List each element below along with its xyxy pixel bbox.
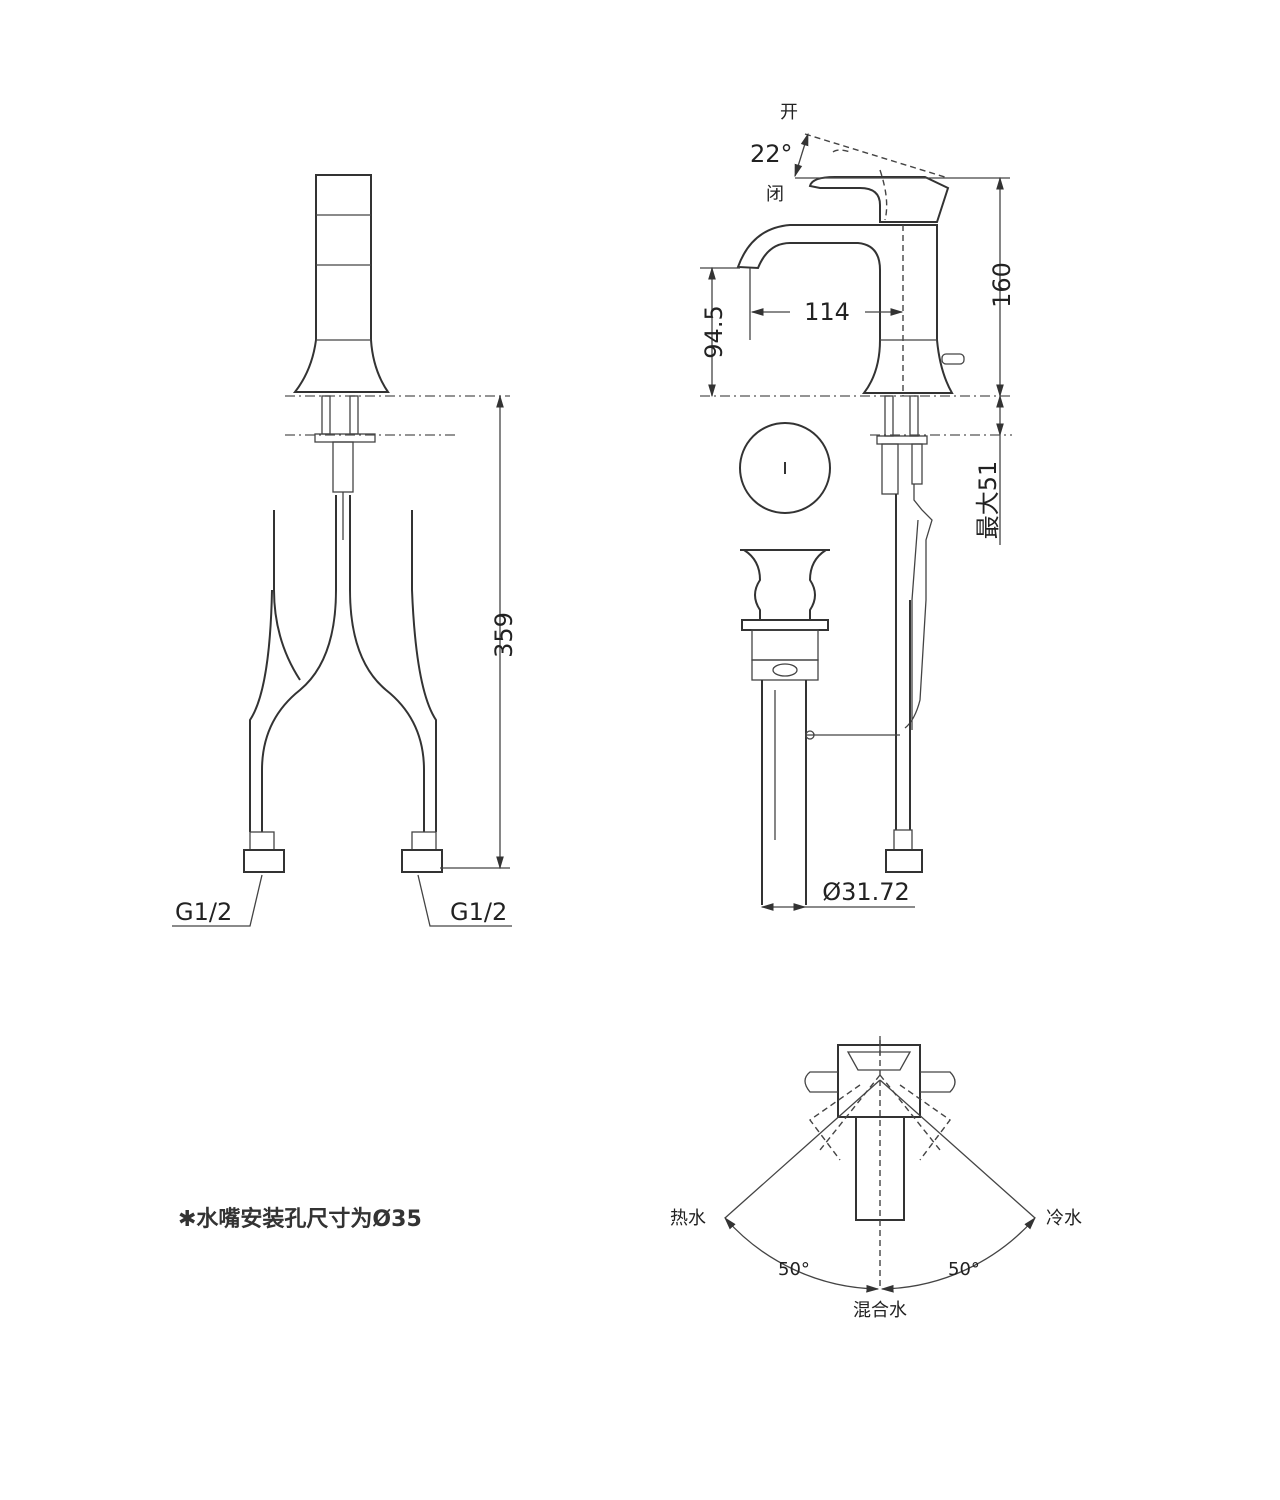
mixed-water-label: 混合水	[853, 1300, 907, 1321]
front-view: 359 G1/2 G1/2	[172, 174, 518, 927]
inlet-left-label: G1/2	[175, 898, 232, 926]
open-label: 开	[780, 102, 798, 123]
reach-114-label: 114	[804, 298, 850, 326]
installation-hole-note: ✱水嘴安装孔尺寸为Ø35	[178, 1206, 422, 1232]
top-view: 热水 冷水 50° 50° 混合水	[670, 1036, 1082, 1321]
angle-right-label: 50°	[948, 1259, 980, 1280]
side-view: 160 最大51 94.5 114 开 22° 闭 Ø	[700, 102, 1016, 911]
spout-height-label: 94.5	[700, 305, 728, 358]
drain-diameter-label: Ø31.72	[822, 878, 910, 906]
max-51-label: 最大51	[974, 461, 1002, 540]
inlet-right-label: G1/2	[450, 898, 507, 926]
angle-left-label: 50°	[778, 1259, 810, 1280]
cold-water-label: 冷水	[1046, 1208, 1082, 1229]
hot-water-label: 热水	[670, 1208, 706, 1229]
height-359-label: 359	[490, 612, 518, 658]
height-160-label: 160	[988, 262, 1016, 308]
closed-label: 闭	[766, 184, 784, 205]
angle-22-label: 22°	[750, 140, 793, 168]
